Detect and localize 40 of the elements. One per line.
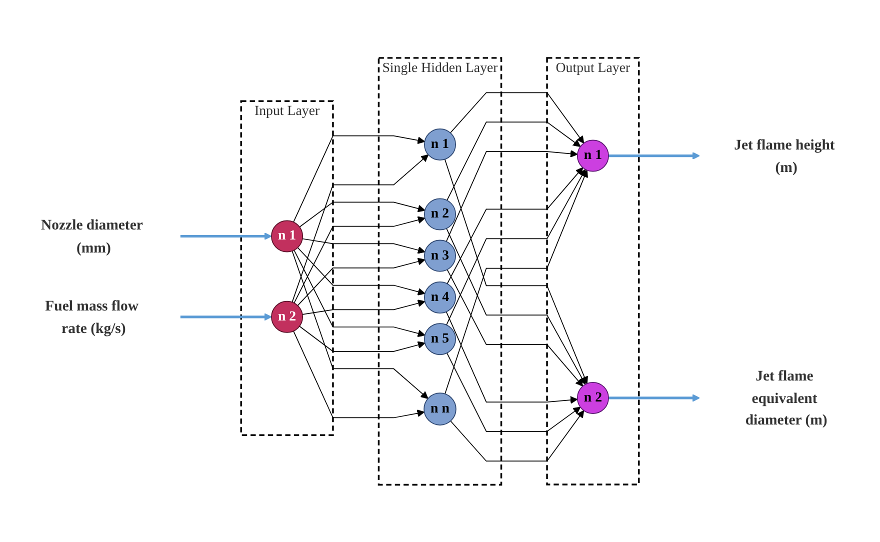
node-text: Jet flame equivalent diameter (m) [745,367,828,428]
arrow [294,216,426,304]
arrow [180,232,272,240]
node-text: Fuel mass flow rate (kg/s) [45,297,139,336]
node-text: Nozzle diameter (mm) [41,216,143,256]
arrow [608,394,700,402]
arrow [446,166,584,284]
arrow [180,312,272,320]
arrow [446,150,578,242]
node-circle: n 1 [271,220,304,252]
arrow [450,410,584,462]
arrow [299,201,426,228]
arrow [293,135,426,222]
arrow [293,330,425,418]
arrow [446,121,581,200]
arrow [292,154,429,302]
arrow [297,257,426,306]
node-circle: n 1 [424,128,456,160]
arrow [446,268,584,386]
arrow [450,92,584,144]
arrow [292,250,428,399]
arrow [446,168,586,326]
arrow [608,152,700,160]
node-circle: n 5 [424,322,456,355]
arrow [299,326,426,352]
node-circle: n 4 [424,281,456,314]
arrow [302,299,426,315]
arrow [446,352,581,432]
node-circle: n n [424,392,456,426]
arrow [446,311,578,404]
arrow [294,249,426,337]
node-circle: n 3 [424,239,456,272]
arrow [302,238,426,254]
node-circle: n 1 [576,139,609,172]
node-circle: n 2 [576,382,609,414]
node-text: Jet flame height (m) [734,136,835,175]
node-circle: n 2 [424,198,456,230]
arrow [446,228,586,384]
arrow [297,246,426,296]
node-circle: n 2 [271,300,304,333]
